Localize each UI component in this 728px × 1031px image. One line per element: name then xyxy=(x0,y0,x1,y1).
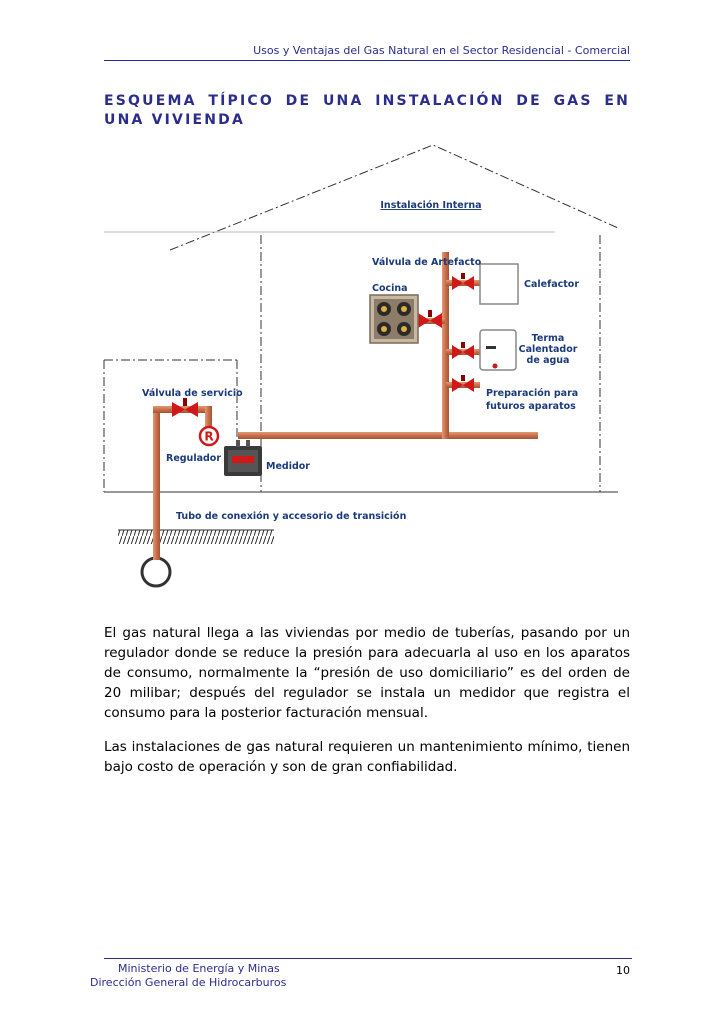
regulator-icon: R xyxy=(198,425,220,447)
label-calentador: Calentador xyxy=(519,344,578,355)
valve-icon xyxy=(172,398,198,417)
regulator-symbol: R xyxy=(204,430,213,444)
label-cocina: Cocina xyxy=(372,283,408,294)
house-outline xyxy=(103,144,619,492)
gas-installation-diagram: R Instalación Interna Válvula de Artefac… xyxy=(103,144,619,588)
body-text: El gas natural llega a las viviendas por… xyxy=(104,623,630,791)
label-terma: Terma xyxy=(532,333,565,344)
label-instalacion-interna: Instalación Interna xyxy=(380,200,481,211)
page-number: 10 xyxy=(616,964,630,977)
footer-divider xyxy=(104,958,632,959)
label-valvula-servicio: Válvula de servicio xyxy=(142,388,243,399)
valve-icon xyxy=(452,375,474,392)
label-calefactor: Calefactor xyxy=(524,279,579,290)
label-valvula-artefacto: Válvula de Artefacto xyxy=(372,257,482,268)
footer-ministry: Ministerio de Energía y Minas xyxy=(118,962,280,975)
running-header: Usos y Ventajas del Gas Natural en el Se… xyxy=(104,44,630,61)
valve-icon xyxy=(418,310,442,328)
ground-hatch xyxy=(118,530,274,544)
section-title: ESQUEMA TÍPICO DE UNA INSTALACIÓN DE GAS… xyxy=(104,93,630,128)
label-de-agua: de agua xyxy=(527,355,570,366)
valve-icon xyxy=(452,273,474,290)
footer-directorate: Dirección General de Hidrocarburos xyxy=(90,976,287,989)
meter-icon xyxy=(224,440,262,476)
valve-icon xyxy=(452,342,474,359)
label-regulador: Regulador xyxy=(166,453,221,464)
label-preparacion: Preparación para xyxy=(486,388,578,399)
label-tubo-conexion: Tubo de conexión y accesorio de transici… xyxy=(176,511,407,522)
label-futuros-aparatos: futuros aparatos xyxy=(486,401,576,412)
gas-main xyxy=(140,556,172,588)
heater-icon xyxy=(479,263,519,305)
stove-icon xyxy=(369,294,419,344)
water-heater-icon xyxy=(479,329,517,371)
paragraph: El gas natural llega a las viviendas por… xyxy=(104,625,630,721)
paragraph: Las instalaciones de gas natural requier… xyxy=(104,739,630,775)
footer-institution: Ministerio de Energía y Minas Dirección … xyxy=(90,962,286,990)
label-medidor: Medidor xyxy=(266,461,310,472)
